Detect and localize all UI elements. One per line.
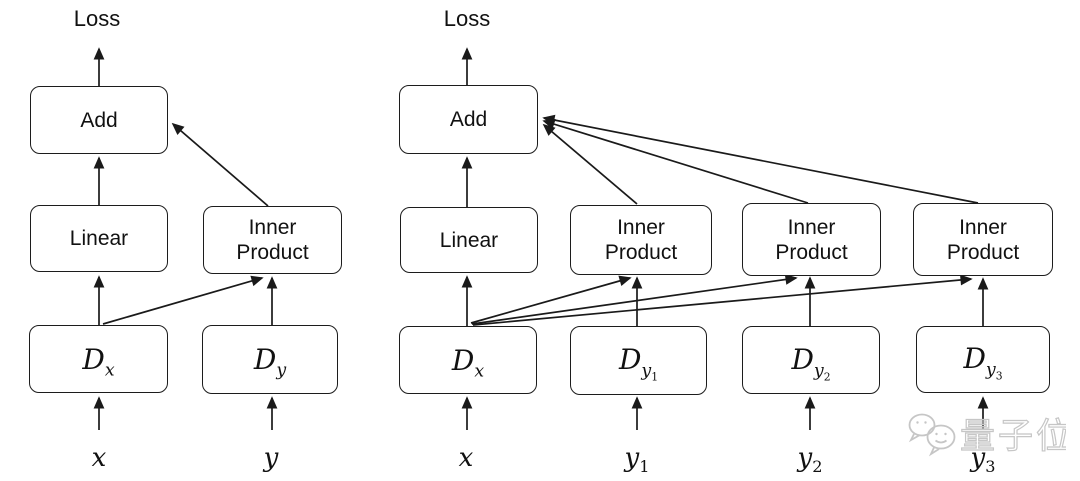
right-dy3-box: Dy3: [916, 326, 1050, 393]
right-input-y2-label: y2: [797, 443, 823, 477]
arrow-right-innerproduct1-to-add: [542, 123, 638, 205]
left-loss-label: Loss: [73, 6, 121, 31]
right-dx-box: Dx: [399, 326, 537, 394]
math-base: D: [963, 342, 986, 376]
right-input-y1-label: y1: [624, 443, 650, 477]
left-input-y-label: y: [263, 443, 279, 473]
right-dy3-label: Dy3: [963, 342, 1002, 381]
math-sub: x: [474, 361, 485, 382]
math-subsub: 3: [995, 369, 1003, 383]
left-linear-box: Linear: [30, 205, 168, 272]
left-diagram-arrows: [93, 47, 278, 430]
math-sub: y2: [813, 360, 831, 384]
math-subsub: 1: [651, 370, 659, 384]
right-input-x-label: x: [458, 443, 474, 473]
right-add-label: Add: [449, 108, 488, 131]
math-sub: y1: [641, 361, 659, 384]
right-dx-label: Dx: [451, 343, 484, 380]
math-base: D: [618, 343, 642, 377]
arrow-right-innerproduct3-to-add: [542, 114, 979, 204]
left-dy-box: Dy: [202, 325, 338, 394]
watermark-graphic: 量子位: [908, 413, 1072, 457]
left-dx-box: Dx: [29, 325, 168, 393]
math-base: D: [253, 343, 277, 376]
right-dy2-label: Dy2: [791, 342, 830, 382]
watermark: 量子位: [906, 410, 1072, 460]
right-linear-box: Linear: [400, 207, 538, 273]
right-dy1-box: Dy1: [570, 326, 707, 395]
right-inner-product-2-box: Inner Product: [742, 203, 881, 276]
left-add-box: Add: [30, 86, 168, 154]
right-add-box: Add: [399, 85, 538, 154]
right-inner-product-1-label: Inner Product: [604, 216, 678, 264]
right-inner-product-2-label: Inner Product: [775, 215, 848, 264]
right-linear-label: Linear: [439, 228, 499, 252]
arrow-left-dx-to-innerproduct: [102, 275, 264, 325]
right-inner-product-3-box: Inner Product: [913, 203, 1053, 276]
arrow-right-dx-to-innerproduct2: [471, 274, 798, 325]
arrow-right-dx-to-innerproduct3: [472, 274, 973, 326]
right-inner-product-3-label: Inner Product: [946, 215, 1020, 264]
wechat-icon: [908, 413, 956, 457]
left-dx-label: Dx: [82, 342, 114, 379]
left-add-label: Add: [80, 108, 118, 132]
math-sub: y3: [985, 360, 1003, 383]
math-base: D: [82, 342, 105, 376]
left-linear-label: Linear: [69, 227, 129, 250]
right-loss-label: Loss: [443, 6, 491, 31]
math-base: D: [451, 343, 475, 377]
math-sub: x: [104, 360, 115, 381]
arrow-right-dx-to-innerproduct1: [470, 275, 632, 324]
right-inner-product-1-box: Inner Product: [570, 205, 712, 275]
arrow-right-innerproduct2-to-add: [542, 118, 809, 204]
right-dy2-box: Dy2: [742, 326, 880, 394]
math-subsub: 2: [823, 370, 831, 384]
left-inner-product-label: Inner Product: [236, 216, 309, 264]
right-dy1-label: Dy1: [618, 343, 658, 382]
math-base: D: [791, 342, 814, 376]
arrow-left-innerproduct-to-add: [171, 122, 269, 207]
left-dy-label: Dy: [253, 343, 286, 379]
left-inner-product-box: Inner Product: [203, 206, 342, 274]
left-input-x-label: x: [91, 443, 107, 473]
right-input-y3-label: y3: [970, 443, 996, 477]
math-sub: y: [276, 360, 287, 381]
watermark-text: 量子位: [960, 417, 1066, 456]
right-diagram-arrows: [461, 47, 989, 430]
